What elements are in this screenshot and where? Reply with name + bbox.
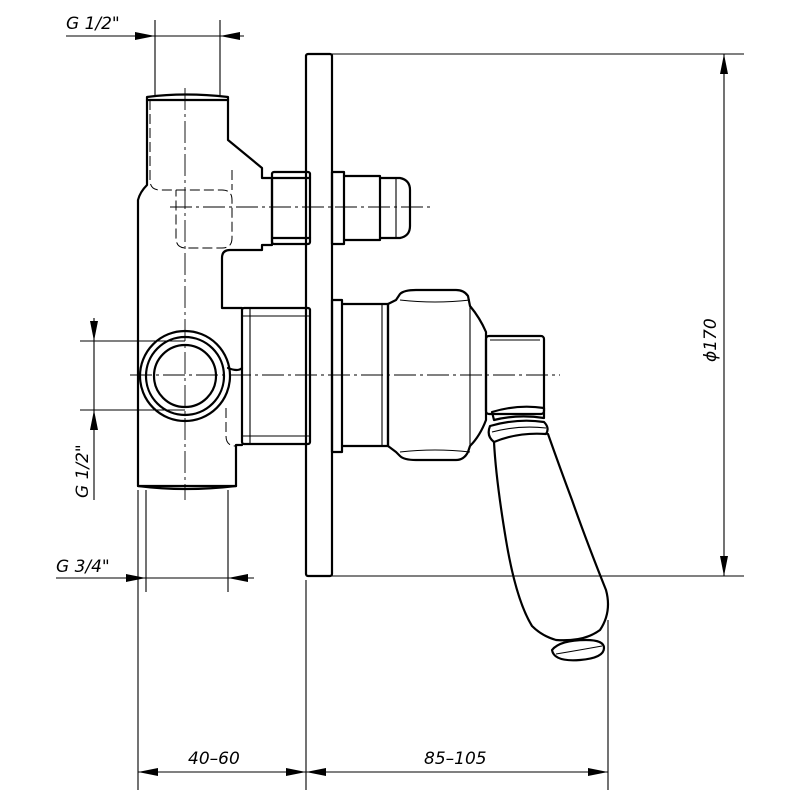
center-lines bbox=[130, 88, 560, 500]
dimension-top-inlet: G 1/2" bbox=[66, 14, 244, 96]
label-wall-depth: 40–60 bbox=[188, 749, 240, 769]
handle-cap bbox=[386, 288, 488, 462]
label-side-inlet: G 1/2" bbox=[73, 444, 93, 498]
label-bottom-outlet: G 3/4" bbox=[56, 557, 110, 577]
dimension-wall-depth: 40–60 bbox=[137, 490, 307, 790]
diverter-stem bbox=[270, 170, 412, 246]
dimension-bottom-outlet: G 3/4" bbox=[56, 490, 254, 592]
dimension-projection: 85–105 bbox=[306, 620, 609, 790]
cartridge bbox=[240, 298, 390, 454]
dimension-plate-diameter: ϕ170 bbox=[332, 53, 744, 577]
dimension-side-inlet: G 1/2" bbox=[73, 318, 185, 500]
wall-plate bbox=[304, 52, 334, 578]
label-projection: 85–105 bbox=[424, 749, 487, 769]
valve-body bbox=[136, 93, 274, 491]
lever-handle bbox=[484, 334, 610, 662]
label-top-inlet: G 1/2" bbox=[66, 14, 120, 34]
label-plate-diameter: ϕ170 bbox=[701, 318, 721, 362]
